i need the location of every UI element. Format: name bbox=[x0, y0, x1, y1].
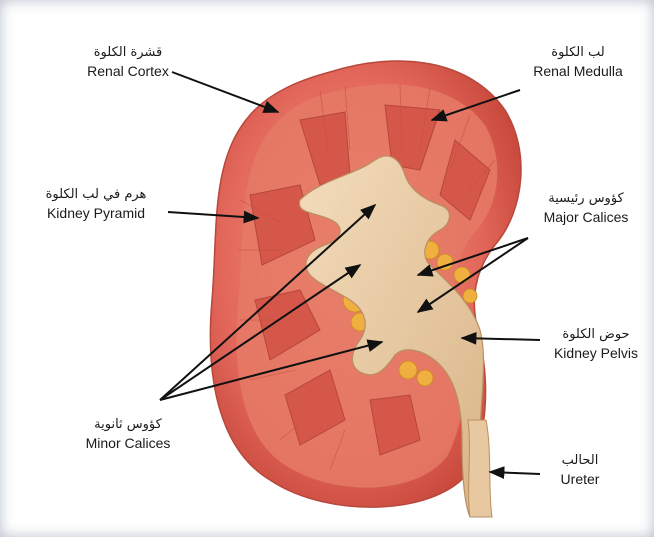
label-ureter: Ureter bbox=[561, 471, 600, 487]
label-major-calices-ar: كؤوس رئيسية bbox=[548, 191, 624, 206]
label-renal-cortex-ar: قشرة الكلوة bbox=[94, 45, 163, 60]
label-minor-calices-ar: كؤوس ثانوية bbox=[94, 417, 162, 432]
label-renal-cortex: Renal Cortex bbox=[87, 63, 169, 79]
ureter-tube bbox=[468, 420, 492, 517]
label-minor-calices: Minor Calices bbox=[86, 435, 171, 451]
label-ureter-ar: الحالب bbox=[562, 453, 599, 468]
label-major-calices: Major Calices bbox=[544, 209, 629, 225]
label-kidney-pelvis: Kidney Pelvis bbox=[554, 345, 638, 361]
label-kidney-pelvis-ar: حوض الكلوة bbox=[562, 327, 629, 342]
label-renal-medulla: Renal Medulla bbox=[533, 63, 623, 79]
label-kidney-pyramid: Kidney Pyramid bbox=[47, 205, 145, 221]
label-kidney-pyramid-ar: هرم في لب الكلوة bbox=[46, 187, 147, 202]
label-renal-medulla-ar: لب الكلوة bbox=[551, 45, 604, 60]
